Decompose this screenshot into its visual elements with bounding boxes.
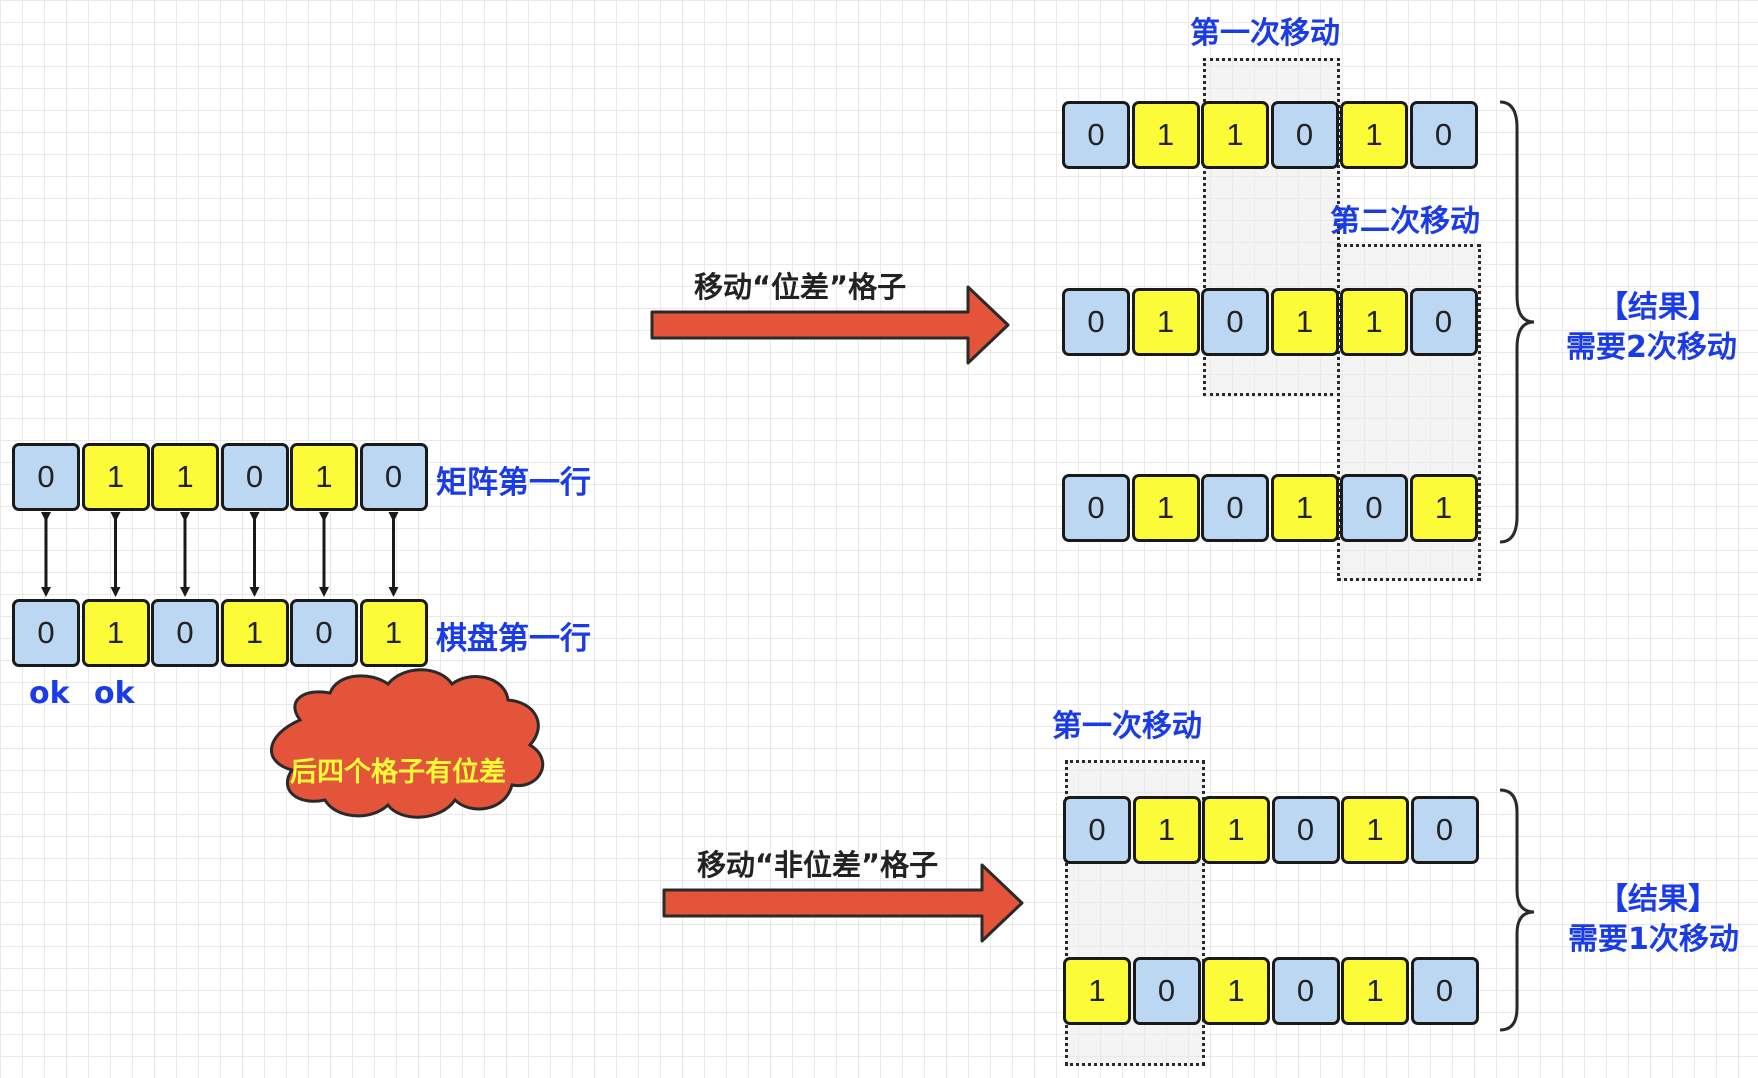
grid-cell: 0	[1409, 288, 1478, 356]
top-move2-label: 第二次移动	[1330, 204, 1480, 239]
top-result-brace	[1499, 100, 1535, 544]
grid-cell: 0	[359, 443, 428, 511]
grid-cell: 1	[1341, 957, 1409, 1025]
top-result-title: 【结果】	[1598, 290, 1718, 325]
bottom-result-brace	[1499, 788, 1535, 1032]
grid-cell: 1	[1341, 796, 1409, 864]
grid-cell: 1	[1131, 474, 1200, 542]
arrow-bottom-label: 移动“非位差”格子	[697, 848, 939, 882]
cloud-shape	[270, 668, 545, 819]
grid-cell: 0	[1063, 796, 1131, 864]
grid-cell: 0	[1062, 101, 1130, 169]
grid-cell: 0	[1340, 474, 1408, 542]
grid-cell: 1	[81, 599, 150, 667]
grid-cell: 1	[1270, 474, 1339, 542]
grid-cell: 1	[1201, 101, 1269, 169]
top-move1-label: 第一次移动	[1190, 16, 1340, 51]
ok-label-2: ok	[94, 676, 135, 711]
grid-cell: 1	[1063, 957, 1131, 1025]
grid-cell: 0	[12, 599, 80, 667]
arrow-move-nonoffset	[662, 863, 1024, 943]
grid-cell: 1	[1131, 101, 1200, 169]
bottom-result-text: 需要1次移动	[1568, 922, 1739, 957]
grid-cell: 1	[1132, 796, 1201, 864]
grid-cell: 0	[1270, 101, 1339, 169]
grid-cell: 0	[1410, 957, 1479, 1025]
grid-cell: 0	[1201, 474, 1269, 542]
grid-cell: 1	[1270, 288, 1339, 356]
bottom-move1-label: 第一次移动	[1052, 709, 1202, 744]
bottom-result-title: 【结果】	[1598, 882, 1718, 917]
grid-cell: 0	[12, 443, 80, 511]
ok-label-1: ok	[29, 676, 70, 711]
grid-cell: 0	[1062, 474, 1130, 542]
top-result-text: 需要2次移动	[1566, 330, 1737, 365]
board-row-label: 棋盘第一行	[436, 621, 591, 657]
matrix-row-label: 矩阵第一行	[436, 465, 591, 501]
grid-cell: 1	[81, 443, 150, 511]
grid-cell: 0	[1062, 288, 1130, 356]
grid-cell: 1	[1340, 288, 1408, 356]
grid-cell: 1	[1409, 474, 1478, 542]
grid-cell: 1	[151, 443, 219, 511]
arrow-move-offset	[650, 285, 1010, 365]
grid-cell: 1	[1131, 288, 1200, 356]
grid-cell: 1	[1202, 796, 1270, 864]
grid-cell: 0	[1132, 957, 1201, 1025]
grid-cell: 0	[1271, 957, 1340, 1025]
grid-cell: 1	[1202, 957, 1270, 1025]
correspondence-arrows	[41, 512, 399, 597]
grid-cell: 1	[290, 443, 358, 511]
grid-cell: 0	[290, 599, 358, 667]
grid-cell: 1	[1340, 101, 1408, 169]
cloud-text: 后四个格子有位差	[290, 757, 506, 788]
grid-cell: 0	[1201, 288, 1269, 356]
grid-cell: 0	[1409, 101, 1478, 169]
grid-cell: 1	[359, 599, 428, 667]
grid-cell: 0	[1410, 796, 1479, 864]
arrow-top-label: 移动“位差”格子	[694, 270, 907, 304]
grid-cell: 0	[220, 443, 289, 511]
grid-cell: 0	[151, 599, 219, 667]
grid-cell: 1	[220, 599, 289, 667]
grid-cell: 0	[1271, 796, 1340, 864]
